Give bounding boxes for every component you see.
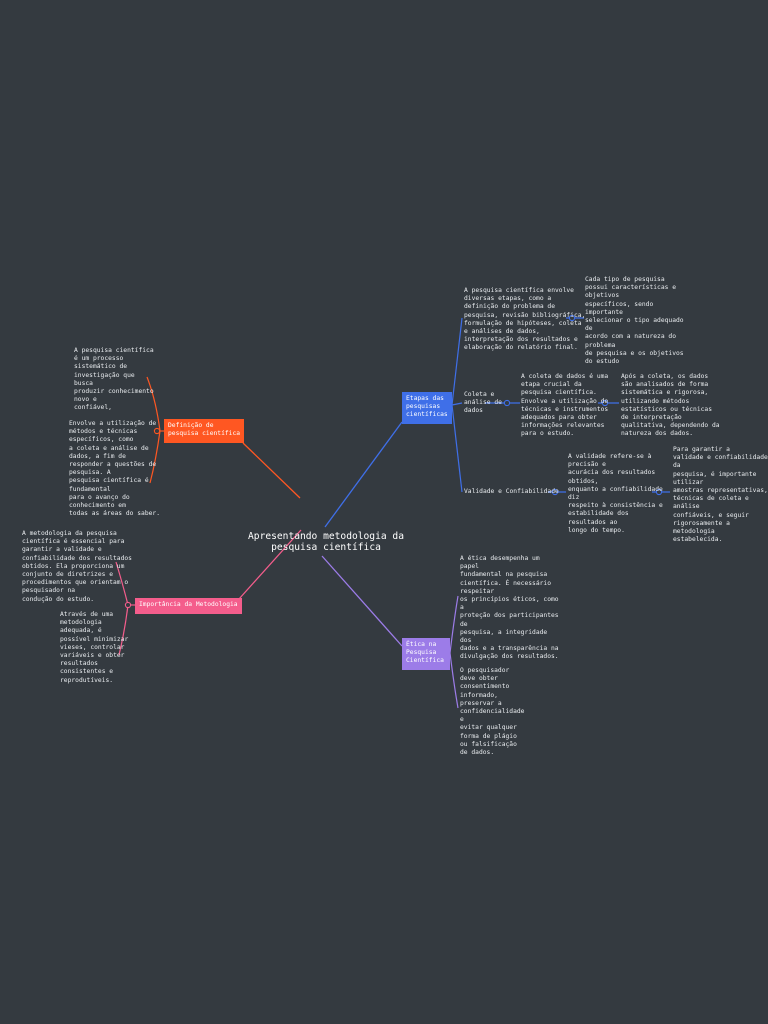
collapse-handle-importancia	[124, 601, 132, 609]
note-etica-1[interactable]: A ética desempenha um papel fundamental …	[460, 555, 559, 661]
link-center-etapas	[324, 421, 403, 528]
note-etapas-intro[interactable]: A pesquisa científica envolve diversas e…	[464, 287, 586, 352]
collapse-handle-intro	[568, 314, 576, 322]
collapse-handle-coleta	[503, 399, 511, 407]
link-importancia-note1	[115, 561, 129, 606]
link-etapas-validade	[451, 404, 463, 493]
note-coleta-text[interactable]: A coleta de dados é uma etapa crucial da…	[521, 373, 609, 438]
note-importancia-1[interactable]: A metodologia da pesquisa científica é e…	[22, 530, 132, 603]
collapse-handle-definicao	[153, 427, 161, 435]
note-definicao-1[interactable]: A pesquisa científica é um processo sist…	[74, 347, 154, 412]
link-definicao-note1	[146, 376, 161, 432]
link-etica-note1	[449, 595, 459, 654]
note-definicao-2[interactable]: Envolve a utilização de métodos e técnic…	[69, 420, 160, 518]
topic-validade[interactable]: Validade e Confiabilidade	[464, 488, 559, 495]
note-importancia-2[interactable]: Através de uma metodologia adequada, é p…	[60, 611, 129, 684]
note-etapas-intro-child[interactable]: Cada tipo de pesquisa possui característ…	[585, 276, 684, 366]
link-center-etica	[321, 555, 403, 647]
topic-etica[interactable]: Ética na Pesquisa Científica	[402, 638, 450, 670]
topic-etapas[interactable]: Etapas das pesquisas científicas	[402, 392, 452, 424]
topic-coleta[interactable]: Coleta e análise de dados	[464, 391, 502, 415]
topic-importancia[interactable]: Importância da Metodologia	[135, 598, 242, 614]
link-importancia-note2	[118, 604, 129, 656]
collapse-handle-validade	[551, 488, 559, 496]
note-coleta-child[interactable]: Após a coleta, os dados são analisados d…	[621, 373, 720, 438]
note-validade-child[interactable]: Para garantir a validade e confiabilidad…	[673, 446, 768, 544]
note-etica-2[interactable]: O pesquisador deve obter consentimento i…	[460, 667, 525, 757]
link-etapas-intro	[451, 317, 463, 406]
link-definicao-note2	[149, 430, 161, 484]
topic-definicao[interactable]: Definição de pesquisa científica	[164, 419, 244, 443]
collapse-handle-validade-text	[655, 488, 663, 496]
link-etapas-coleta	[451, 402, 463, 406]
note-validade-text[interactable]: A validade refere-se à precisão e acurác…	[568, 453, 663, 534]
link-center-definicao	[242, 442, 301, 499]
central-topic[interactable]: Apresentando metodologia da pesquisa cie…	[248, 531, 404, 553]
link-center-importancia	[238, 529, 302, 600]
link-etica-note2	[449, 652, 459, 709]
collapse-handle-coleta-text	[601, 399, 609, 407]
